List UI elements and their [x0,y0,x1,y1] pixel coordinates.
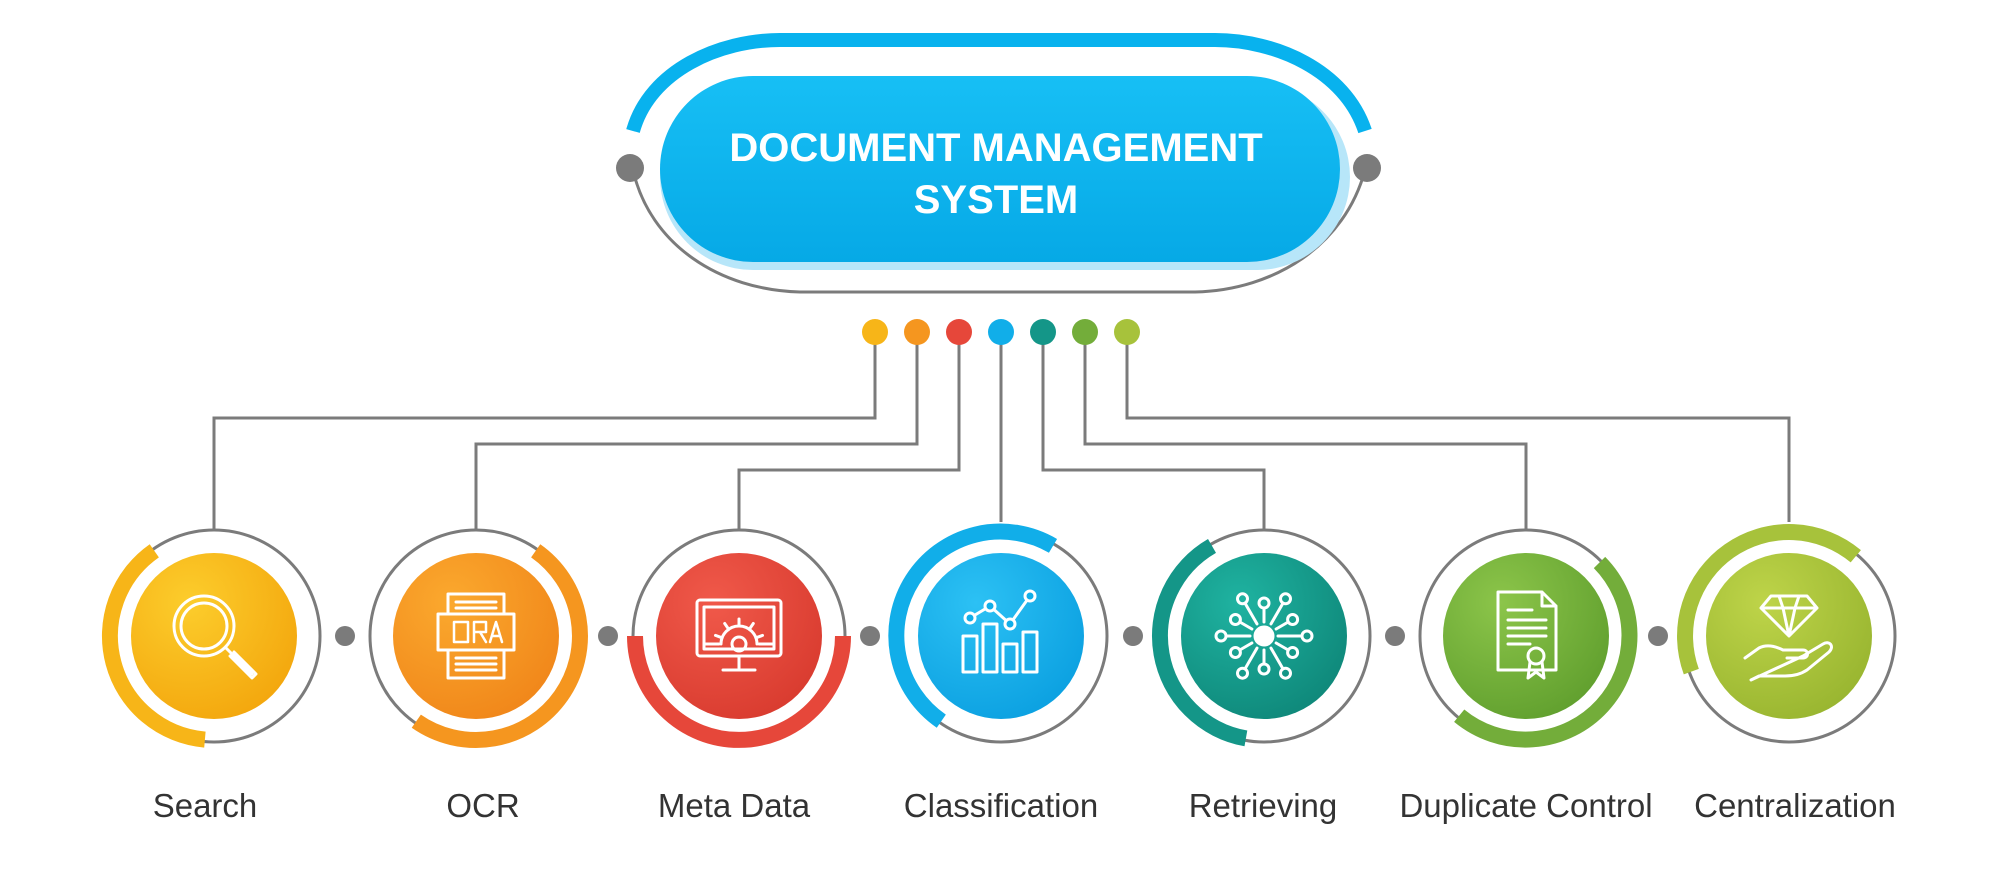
separator-dot [1385,626,1405,646]
separator-dot [860,626,880,646]
connector-ocr [474,333,919,530]
connector-meta-data [737,333,961,530]
separator-dot [598,626,618,646]
node-label-retrieving: Retrieving [1189,787,1338,824]
node-label-duplicate-control: Duplicate Control [1399,787,1652,824]
connector-dot-6 [1072,319,1098,345]
node-labels: Search OCR Meta Data Classification Retr… [153,787,1896,824]
title-right-dot [1353,154,1381,182]
node-accent-arc [101,544,206,748]
connector-dot-7 [1114,319,1140,345]
connector-centralization [1125,333,1791,522]
node-disk [393,553,559,719]
node-accent-arc [411,544,589,748]
node-accent-arc [627,635,851,748]
separator-dot [335,626,355,646]
title-left-dot [616,154,644,182]
node-separators [335,626,1668,646]
node-accent-arc [888,523,1058,728]
connector-lines [212,333,1791,530]
connector-search [212,333,877,530]
node-label-ocr: OCR [446,787,519,824]
node-label-centralization: Centralization [1694,787,1896,824]
title-line-1: DOCUMENT MANAGEMENT [729,126,1262,170]
connector-dot-1 [862,319,888,345]
magnifier-icon [172,594,258,680]
certificate-document-icon [1496,590,1558,680]
node-search [101,528,322,748]
connector-retrieving [1041,333,1266,530]
node-label-search: Search [153,787,258,824]
network-hub-icon [1214,592,1314,680]
diamond-hand-icon [1743,594,1833,682]
node-label-meta-data: Meta Data [658,787,811,824]
connector-duplicate-control [1083,333,1528,530]
title-pill [660,76,1340,262]
node-duplicate-control [1418,528,1638,748]
connector-dot-2 [904,319,930,345]
node-accent-arc [1151,538,1248,747]
title-top-arc [626,33,1372,134]
node-label-classification: Classification [904,787,1098,824]
connector-dot-5 [1030,319,1056,345]
connector-dot-3 [946,319,972,345]
separator-dot [1123,626,1143,646]
node-disk [918,553,1084,719]
node-ocr [368,528,589,748]
node-accent-arc [1454,556,1638,748]
node-disk [131,553,297,719]
node-centralization [1677,524,1897,744]
node-meta-data [627,528,851,748]
monitor-gear-icon [695,598,783,672]
separator-dot [1648,626,1668,646]
title-line-2: SYSTEM [914,178,1078,222]
node-retrieving [1151,528,1372,747]
feature-nodes [101,523,1897,748]
connector-dots [862,319,1140,345]
ocr-scanner-icon [436,592,516,680]
title-block: DOCUMENT MANAGEMENT SYSTEM [616,33,1381,294]
connector-dot-4 [988,319,1014,345]
bar-chart-icon [961,589,1039,674]
node-classification [888,523,1109,744]
node-accent-arc [1677,524,1861,675]
